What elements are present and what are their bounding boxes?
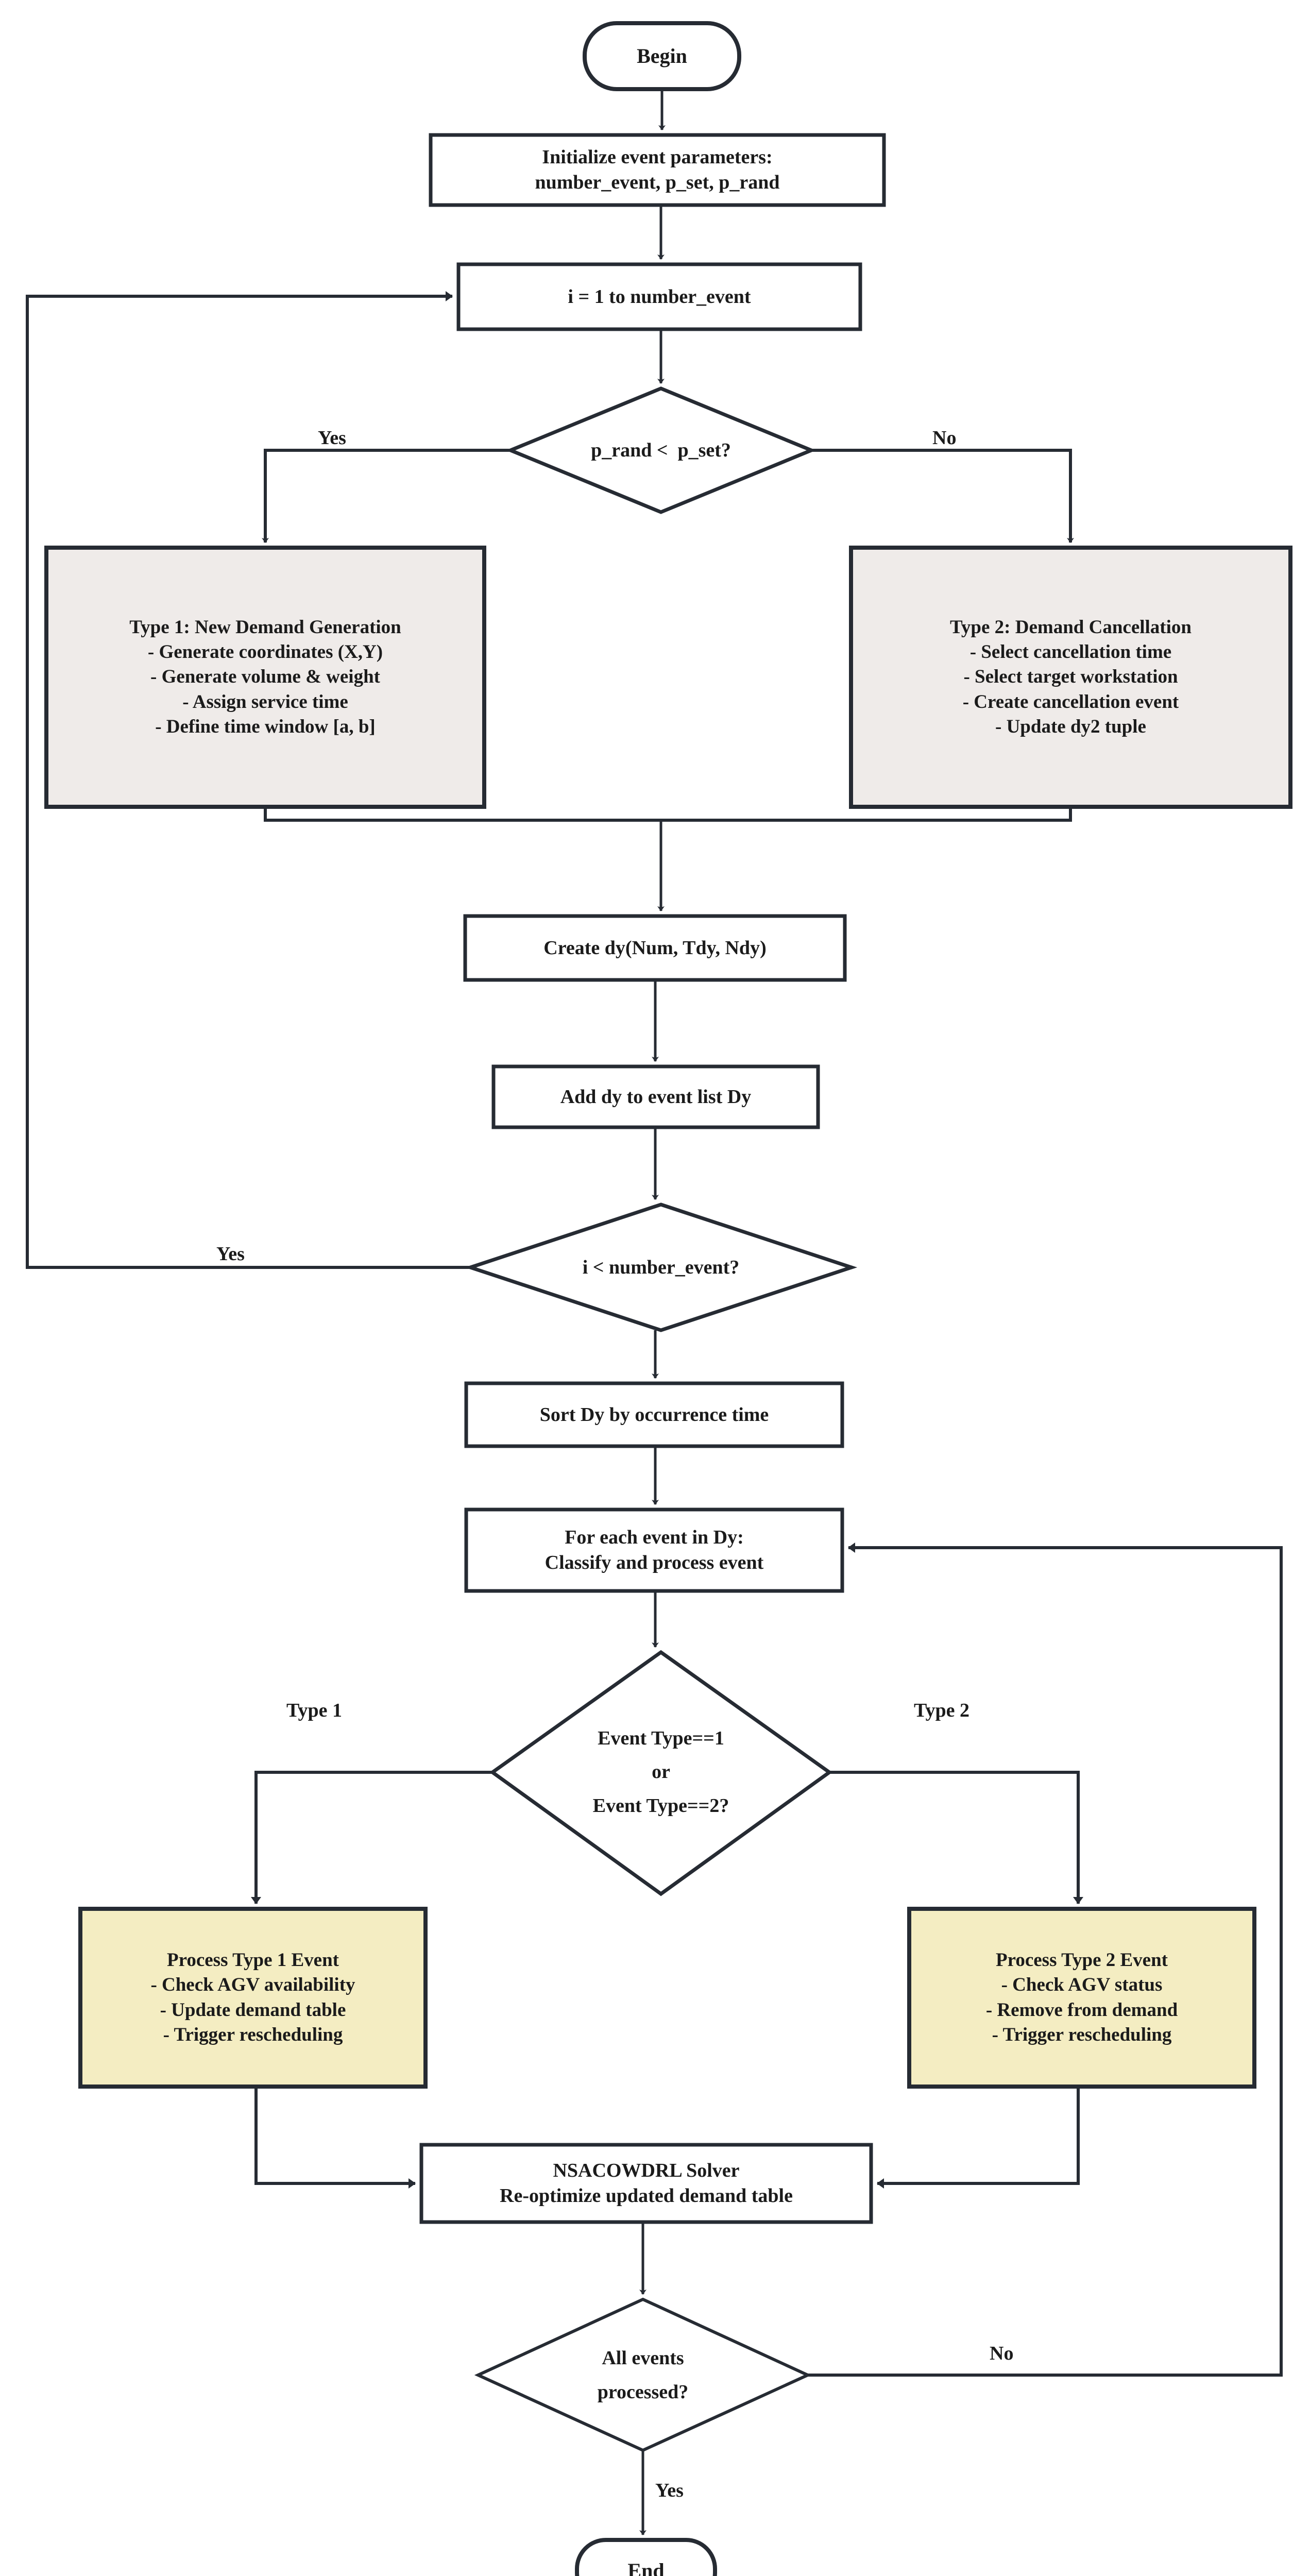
- edge-prand-yes: [262, 449, 511, 543]
- edge-type2-branch: [829, 1771, 1083, 1904]
- node-type2-shape: [849, 546, 1292, 809]
- edge-label-type2: Type 2: [914, 1700, 970, 1721]
- node-decide-loop-shape: [464, 1202, 858, 1332]
- node-loop-start-shape: [456, 262, 862, 331]
- node-sort-dy-shape: [464, 1381, 844, 1448]
- node-init-shape: [429, 133, 886, 207]
- node-proc-type1-shape: [78, 1907, 428, 2089]
- node-proc-type2-shape: [907, 1907, 1256, 2089]
- edge-loop-yes-feedback: [26, 291, 470, 1269]
- node-for-each-shape: [464, 1507, 844, 1593]
- edge-proc1-to-solver: [254, 2087, 416, 2189]
- edge-type1-merge: [264, 807, 661, 822]
- edge-all-no-feedback: [808, 1543, 1283, 2377]
- node-type1-shape: [44, 546, 486, 809]
- edge-label-prand-yes: Yes: [318, 427, 346, 449]
- node-decide-all-shape: [474, 2297, 812, 2452]
- node-decide-type-shape: [489, 1650, 833, 1896]
- node-decide-prand-shape: [505, 386, 816, 514]
- edge-label-prand-no: No: [932, 427, 957, 449]
- edge-label-loop-yes: Yes: [216, 1243, 245, 1265]
- edge-prand-no: [811, 449, 1074, 543]
- edge-proc2-to-solver: [877, 2087, 1080, 2189]
- node-end-shape: [575, 2538, 717, 2576]
- edge-label-type1: Type 1: [286, 1700, 343, 1721]
- node-add-dy-shape: [491, 1064, 820, 1129]
- node-begin-shape: [583, 21, 741, 91]
- node-solver-shape: [419, 2143, 873, 2224]
- edge-type2-merge: [661, 807, 1072, 822]
- node-create-dy-shape: [463, 914, 847, 982]
- edge-label-all-yes: Yes: [655, 2480, 684, 2501]
- edge-type1-branch: [251, 1771, 492, 1904]
- edge-label-all-no: No: [990, 2343, 1014, 2364]
